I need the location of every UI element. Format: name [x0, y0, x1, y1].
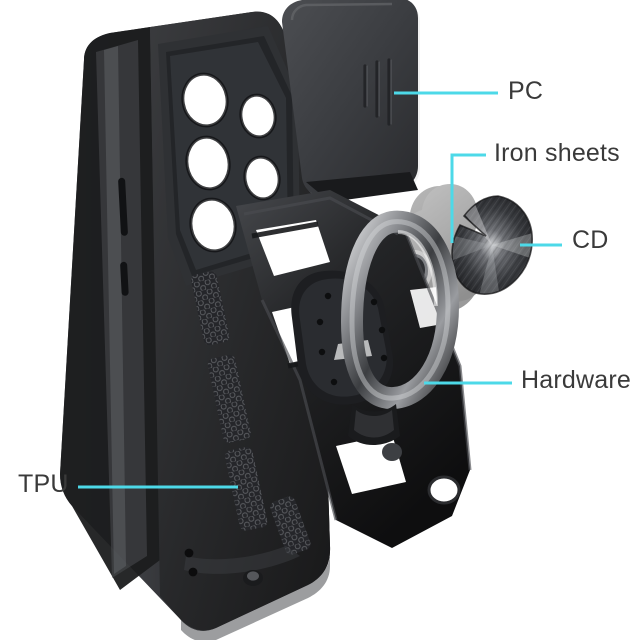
callout-label-cd: CD — [572, 226, 609, 254]
callout-label-hardware: Hardware — [521, 366, 631, 394]
camera-cutouts — [182, 74, 280, 251]
camera-slider-cover — [282, 0, 420, 202]
honeycomb-grips — [191, 271, 311, 555]
finger-ring — [340, 210, 460, 410]
callout-label-tpu: TPU — [18, 470, 69, 498]
slider-grip-ridges — [363, 58, 391, 126]
leader-iron-sheets — [450, 153, 486, 243]
ring-holder-kickstand — [236, 190, 472, 548]
leader-lines — [78, 91, 562, 489]
screw-detail — [243, 570, 263, 586]
callout-label-pc: PC — [508, 77, 544, 105]
speaker-holes — [184, 548, 198, 577]
side-buttons — [118, 177, 129, 296]
callout-label-iron-sheets: Iron sheets — [494, 139, 620, 167]
